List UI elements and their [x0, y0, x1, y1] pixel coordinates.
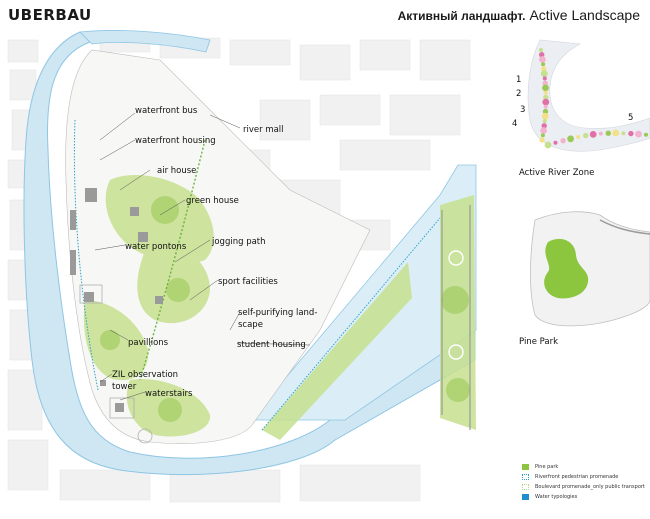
legend-item-water-typologies: Water typologies	[522, 492, 645, 502]
legend-label-water-typologies: Water typologies	[535, 494, 578, 500]
river-zone-dot	[539, 137, 545, 143]
legend: Pine park Riverfront pedestrian promenad…	[522, 462, 645, 502]
river-zone-marker-5: 5	[628, 113, 633, 123]
river-zone-marker-1: 1	[516, 75, 521, 85]
river-zone-dot	[543, 104, 548, 109]
river-zone-dot	[542, 84, 549, 92]
legend-swatch-riverfront-promenade	[522, 474, 529, 480]
page-title-en: Active Landscape	[529, 7, 640, 23]
brand-logo: UBERBAU	[8, 6, 92, 24]
legend-swatch-boulevard-promenade	[522, 484, 529, 490]
legend-swatch-water-typologies	[522, 494, 529, 500]
river-zone-dot	[542, 98, 550, 106]
outline-buildings	[79, 284, 153, 444]
promenade-lines	[73, 119, 471, 431]
river-zone-dot	[540, 133, 545, 138]
label-water-pontons: water pontons	[125, 242, 187, 252]
label-green-house: green house	[186, 196, 239, 206]
river-zone-dot	[539, 56, 546, 63]
river-zone-dot	[628, 130, 634, 137]
inset-caption-pine-park: Pine Park	[519, 337, 558, 347]
legend-item-boulevard-promenade: Boulevard promenade_only public transpor…	[522, 482, 645, 492]
label-river-mall: river mall	[243, 125, 284, 135]
label-self-purifying-landscape: self-purifying land-	[238, 308, 317, 318]
river-zone-dot	[540, 127, 547, 134]
park-highlights	[100, 196, 470, 422]
legend-label-boulevard-promenade: Boulevard promenade_only public transpor…	[535, 484, 645, 490]
river-zone-dot	[635, 130, 642, 138]
river-zone-dot	[540, 70, 548, 78]
river-zone-dot	[543, 94, 549, 101]
inset-caption-river-zone: Active River Zone	[519, 168, 594, 178]
river-zone-dot	[544, 141, 552, 149]
river-zone-dot	[598, 131, 603, 136]
page-title-ru: Активный ландшафт.	[397, 9, 526, 23]
label-zil-observation-cont: tower	[112, 382, 137, 392]
river-zone-dot	[542, 76, 547, 81]
river-zone-marker-4: 4	[512, 119, 517, 129]
river-zone-dot	[543, 90, 548, 95]
label-waterfront-housing: waterfront housing	[135, 136, 216, 146]
river-zone-dot	[542, 108, 549, 115]
label-sport-facilities: sport facilities	[218, 277, 278, 287]
river-zone-dot	[612, 129, 620, 137]
river-zone-dots	[539, 48, 648, 149]
river-zone-dot	[539, 48, 543, 52]
river-zone-dot	[542, 80, 548, 86]
river-zone-dot	[553, 140, 558, 145]
river-zone-dot	[644, 132, 648, 137]
river-zone-dot	[542, 119, 547, 124]
legend-swatch-pine-park	[522, 464, 529, 470]
river-zone-dot	[560, 138, 566, 144]
label-air-house: air house	[157, 166, 196, 176]
site-buildings	[70, 188, 163, 412]
inset-active-river-zone: 1 2 3 4 5 Active River Zone	[512, 39, 650, 178]
river-zone-dot	[541, 62, 546, 67]
river-zone-dot	[541, 66, 547, 72]
label-pavillions: pavillions	[128, 338, 169, 348]
label-zil-observation: ZIL observation	[112, 370, 178, 380]
label-waterstairs: waterstairs	[145, 389, 193, 399]
river-zone-marker-3: 3	[520, 105, 525, 115]
river	[23, 31, 476, 476]
harbour-channel	[249, 164, 477, 421]
legend-label-pine-park: Pine park	[535, 464, 559, 470]
legend-item-pine-park: Pine park	[522, 462, 645, 472]
inset-pine-park: Pine Park	[519, 211, 650, 347]
leader-lines	[94, 112, 311, 401]
label-student-housing: student housing	[237, 340, 306, 350]
river-zone-dot	[541, 112, 549, 120]
river-zone-dot	[541, 123, 547, 129]
label-jogging-path: jogging path	[211, 237, 266, 247]
river-zone-dot	[621, 131, 626, 136]
river-zone-dot	[539, 52, 545, 58]
label-self-purifying-landscape-cont: scape	[238, 320, 263, 330]
label-waterfront-bus: waterfront bus	[135, 106, 198, 116]
river-zone-dot	[576, 135, 581, 139]
legend-label-riverfront-promenade: Riverfront pedestrian promenade	[535, 474, 619, 480]
river-zone-dot	[583, 132, 589, 139]
river-zone-dot	[605, 130, 611, 136]
river-zone-dot	[589, 131, 597, 138]
river-upper-arm	[79, 30, 211, 53]
river-zone-dot	[567, 135, 574, 143]
legend-item-riverfront-promenade: Riverfront pedestrian promenade	[522, 472, 645, 482]
river-zone-marker-2: 2	[516, 89, 521, 99]
page-title: Активный ландшафт.Active Landscape	[398, 7, 640, 23]
